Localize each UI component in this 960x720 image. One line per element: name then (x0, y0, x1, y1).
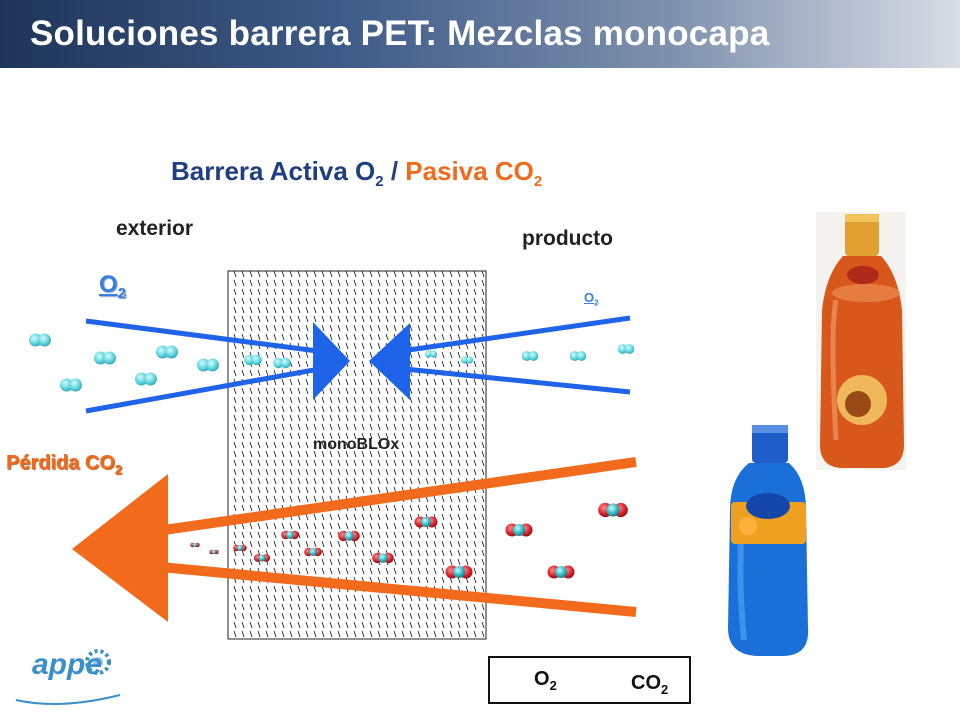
label-o2-exterior-sub: 2 (117, 284, 127, 302)
legend-co2-label: CO2 (631, 672, 668, 697)
label-exterior: exterior (116, 217, 194, 240)
label-perdida-sub: 2 (114, 462, 123, 477)
subtitle-active: Barrera Activa O (171, 156, 376, 186)
blue-juice-bottle (728, 425, 809, 656)
label-o2-producto-text: O (584, 290, 595, 305)
subtitle-active-sub: 2 (375, 173, 384, 191)
diagram-subtitle: Barrera Activa O2 / Pasiva CO2 (171, 156, 542, 190)
legend-o2-text: O (534, 668, 550, 690)
legend-o2-label: O2 (534, 668, 557, 693)
label-o2-producto: O2 (584, 290, 599, 308)
orange-juice-bottle (816, 212, 906, 470)
co2-loss-arrowhead (72, 474, 168, 622)
subtitle-passive-sub: 2 (533, 173, 543, 191)
o2-right-upper-line (394, 315, 631, 355)
label-o2-exterior: O2 (99, 271, 126, 302)
o2-left-upper-line (85, 318, 326, 355)
legend-co2-sub: 2 (661, 682, 669, 697)
label-material: monoBLOx (313, 436, 400, 453)
label-perdida-co2: Pérdida CO2 (6, 452, 122, 477)
legend-o2-sub: 2 (549, 678, 557, 693)
o2-right-lower-line (394, 365, 631, 395)
label-o2-exterior-text: O (99, 271, 118, 298)
o2-left-arrowhead (313, 322, 350, 400)
header-bar: Soluciones barrera PET: Mezclas monocapa (0, 0, 960, 68)
appe-logo (85, 649, 111, 675)
slide-title: Soluciones barrera PET: Mezclas monocapa (30, 14, 770, 53)
legend-box (488, 656, 691, 704)
legend-co2-text: CO (631, 672, 661, 694)
label-o2-producto-sub: 2 (594, 298, 599, 308)
subtitle-passive: Pasiva CO (405, 156, 534, 186)
logo-text: appe (32, 648, 103, 681)
label-producto: producto (522, 227, 613, 250)
co2-lower-line (149, 561, 637, 617)
subtitle-separator: / (383, 156, 406, 186)
o2-right-arrowhead (369, 323, 410, 400)
co2-upper-line (149, 457, 637, 537)
o2-left-lower-line (85, 365, 326, 414)
label-perdida-text: Pérdida CO (6, 452, 115, 474)
